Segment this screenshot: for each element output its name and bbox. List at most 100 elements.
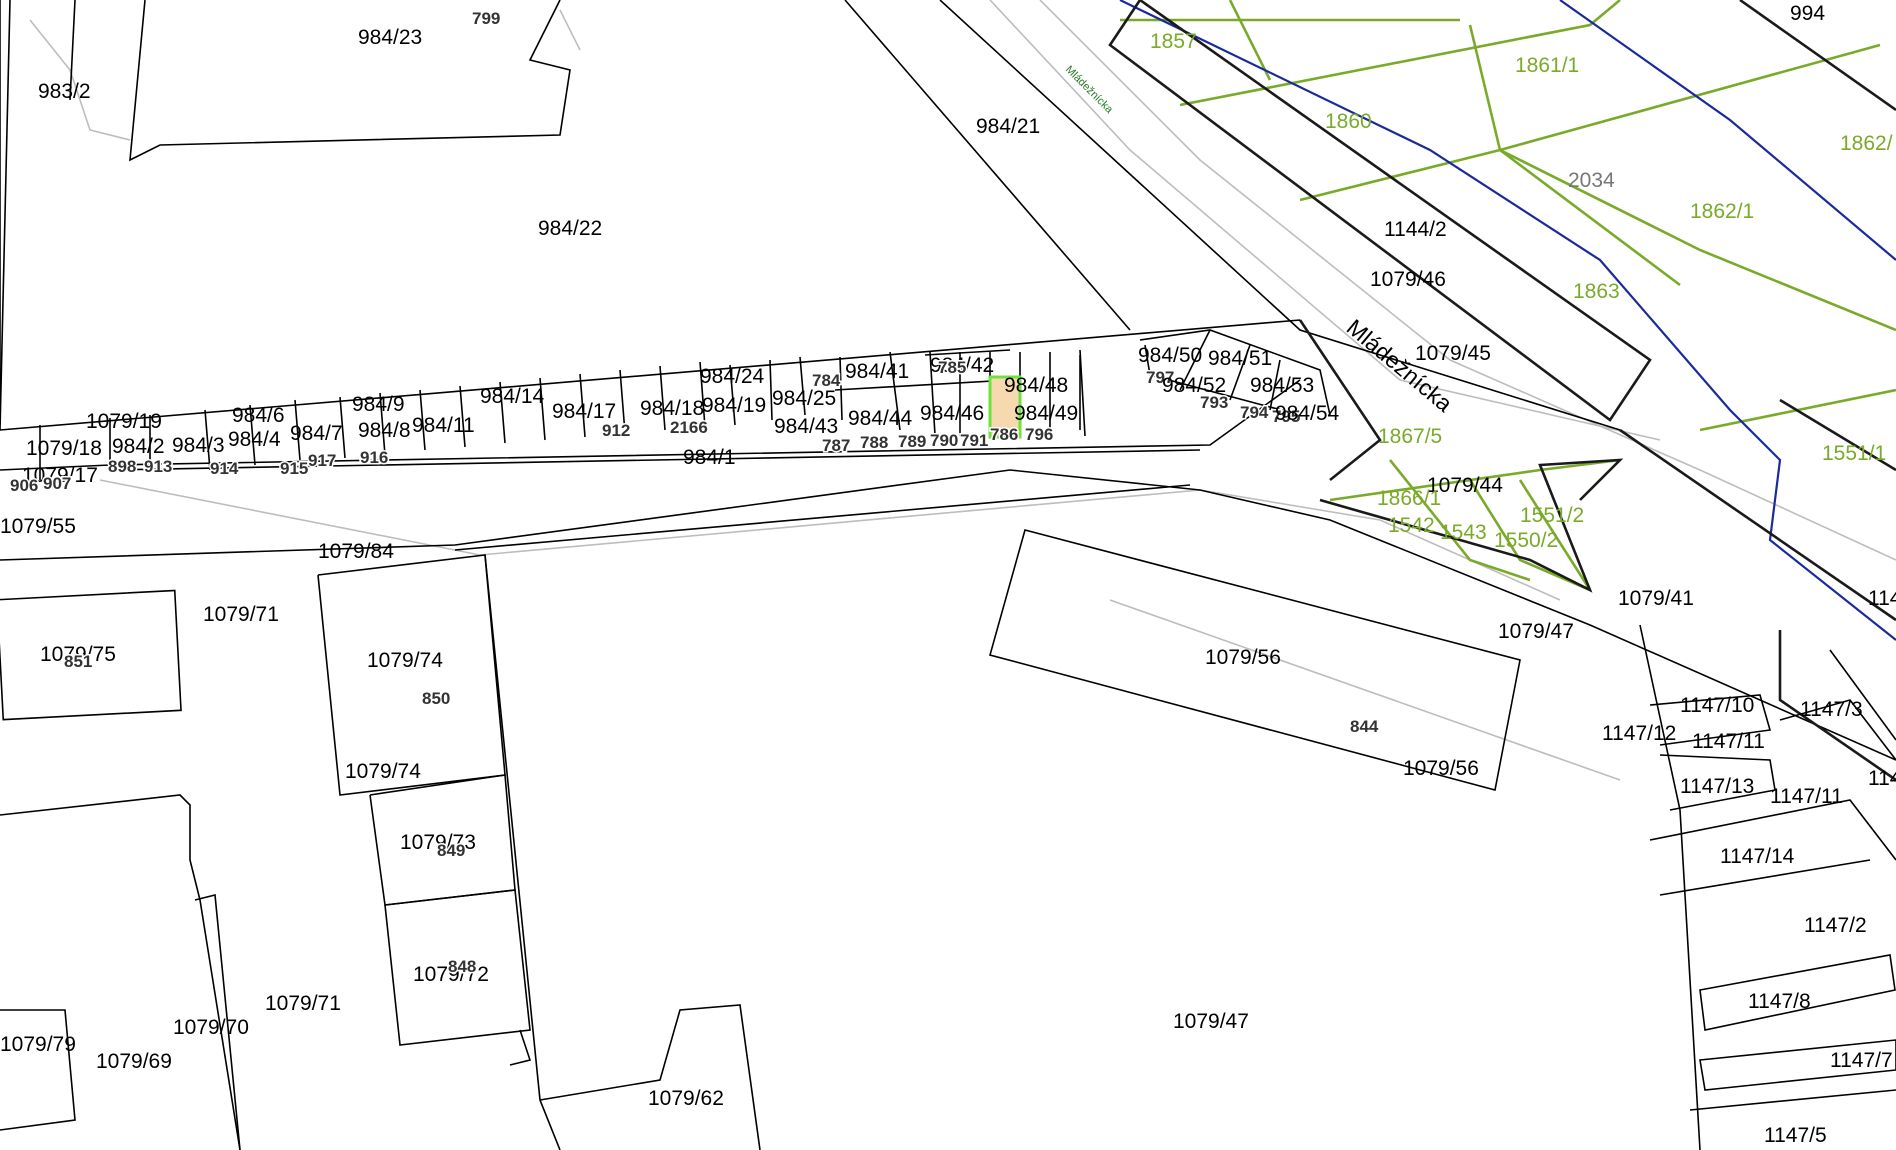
street-label-main: Mládežnícka [1342,314,1458,417]
label-1079-84: 1079/84 [318,540,394,563]
label-786: 786 [990,425,1018,444]
label-1079-46: 1079/46 [1370,268,1446,291]
label-984-24: 984/24 [700,365,765,388]
label-984-52: 984/52 [1162,374,1226,397]
label-793: 793 [1200,393,1228,412]
label-1147-11b: 1147/11 [1770,785,1843,808]
label-984-51: 984/51 [1208,347,1272,370]
label-1079-72: 1079/72 [413,963,489,986]
label-1860: 1860 [1325,110,1372,133]
label-994: 994 [1790,2,1825,25]
label-984-43: 984/43 [774,415,838,438]
label-796: 796 [1025,425,1053,444]
label-1147-13: 1147/13 [1680,775,1754,798]
label-784: 784 [812,371,841,390]
label-790: 790 [930,431,958,450]
label-788: 788 [860,433,888,452]
label-1079-75: 1079/75 [40,643,116,666]
label-1862-2: 1862/ [1840,132,1893,155]
label-984-14: 984/14 [480,385,545,408]
label-1079-55: 1079/55 [0,515,76,538]
label-984-25: 984/25 [772,387,836,410]
label-1079-62: 1079/62 [648,1087,724,1110]
label-984-50: 984/50 [1138,344,1202,367]
label-1079-74b: 1079/74 [345,760,421,783]
label-912: 912 [602,421,630,440]
label-1147-5: 1147/5 [1764,1124,1827,1147]
label-1147-7: 1147/7 [1830,1049,1893,1072]
label-984-4: 984/4 [228,428,281,451]
label-1147-8: 1147/8 [1748,990,1811,1013]
label-1144-2: 1144/2 [1384,218,1447,241]
label-1079-45: 1079/45 [1415,342,1491,365]
label-1079-71a: 1079/71 [203,603,279,626]
label-1147-3: 1147/3 [1800,698,1863,721]
label-906: 906 [10,476,38,495]
street-label-small: Mládežnícka [1063,64,1116,117]
label-898: 898 [108,457,136,476]
label-1079-18: 1079/18 [26,437,102,460]
label-850: 850 [422,689,450,708]
label-1862-1: 1862/1 [1690,200,1754,223]
label-844: 844 [1350,717,1379,736]
label-1551-1: 1551/1 [1822,442,1886,465]
label-1866-1: 1866/1 [1377,487,1441,510]
label-984-17: 984/17 [552,400,616,423]
label-1079-17: 1079/17 [22,464,98,487]
label-984-6: 984/6 [232,404,285,427]
label-797: 797 [1146,368,1174,387]
label-984-19: 984/19 [702,394,766,417]
blue-layer [1119,0,1896,641]
label-795: 795 [1272,407,1300,426]
label-1079-69: 1079/69 [96,1050,172,1073]
label-984-23: 984/23 [358,26,422,49]
label-1079-74a: 1079/74 [367,649,443,672]
label-916: 916 [360,448,388,467]
label-114: 114 [1868,587,1896,610]
label-1079-47a: 1079/47 [1498,620,1574,643]
label-984-53: 984/53 [1250,374,1314,397]
label-1867-5: 1867/5 [1378,425,1442,448]
label-1147-14: 1147/14 [1720,845,1795,868]
label-984-41: 984/41 [845,360,909,383]
green-layer [1120,0,1896,592]
label-984-9: 984/9 [352,393,405,416]
label-849: 849 [437,841,465,860]
label-914: 914 [210,459,239,478]
label-785: 785 [938,358,966,377]
label-1079-70: 1079/70 [173,1016,249,1039]
label-983-2: 983/2 [38,80,91,103]
label-851: 851 [64,652,92,671]
label-1079-44: 1079/44 [1427,474,1503,497]
label-1079-41: 1079/41 [1618,587,1694,610]
label-789: 789 [898,432,926,451]
label-1857: 1857 [1150,30,1197,53]
label-1079-19: 1079/19 [86,410,162,433]
label-984-48: 984/48 [1004,374,1068,397]
label-1079-56a: 1079/56 [1205,646,1281,669]
label-114x: 114 [1868,767,1896,790]
label-1863: 1863 [1573,280,1620,303]
label-1079-79: 1079/79 [0,1033,76,1056]
label-917: 917 [308,451,336,470]
label-1542: 1542 [1388,514,1435,537]
label-984-1: 984/1 [683,446,736,469]
label-1550-2: 1550/2 [1494,529,1558,552]
label-984-44: 984/44 [848,407,913,430]
label-1543: 1543 [1440,521,1487,544]
label-799: 799 [472,9,500,28]
highlighted-parcel[interactable] [988,375,1022,439]
label-1147-12: 1147/12 [1602,722,1676,745]
label-984-8: 984/8 [358,419,411,442]
label-1079-47b: 1079/47 [1173,1010,1249,1033]
label-787: 787 [822,436,850,455]
label-1147-2: 1147/2 [1804,914,1867,937]
label-2166: 2166 [670,418,708,437]
label-984-18: 984/18 [640,397,704,420]
label-907: 907 [43,474,71,493]
label-1079-71b: 1079/71 [265,992,341,1015]
label-1551-2: 1551/2 [1520,504,1584,527]
